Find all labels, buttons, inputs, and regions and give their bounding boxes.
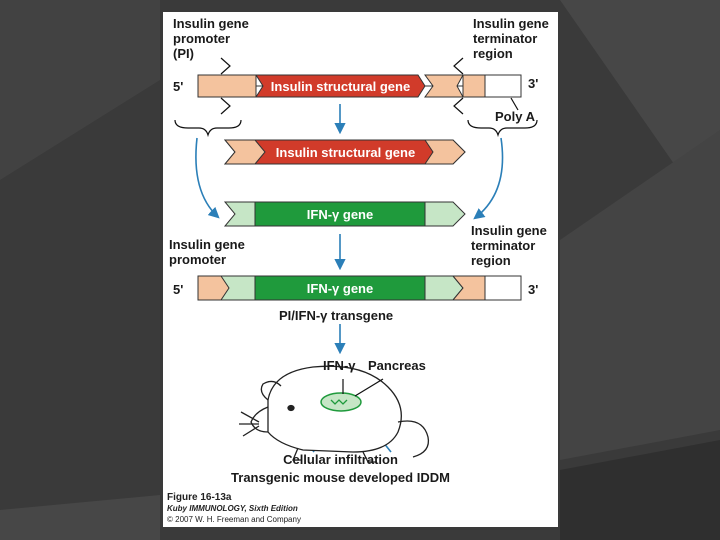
insulin-gene-block bbox=[255, 74, 426, 98]
three-prime-label-top: 3' bbox=[528, 76, 539, 91]
transgene-label: PI/IFN-γ transgene bbox=[279, 308, 394, 323]
insulin-gene-label-top: Insulin structural gene bbox=[270, 79, 411, 94]
terminator-top-label: Insulin gene terminator region bbox=[473, 16, 549, 61]
transgene-construct bbox=[197, 275, 522, 301]
arrow-terminator bbox=[473, 137, 504, 220]
copyright: © 2007 W. H. Freeman and Company bbox=[167, 515, 301, 524]
book-title: Kuby IMMUNOLOGY, Sixth Edition bbox=[167, 504, 298, 513]
pancreas-label: Pancreas bbox=[368, 358, 426, 373]
promoter-mid-label: Insulin gene promoter bbox=[169, 237, 245, 267]
ifn-left-flank bbox=[223, 201, 256, 227]
arrow-promoter bbox=[195, 137, 220, 219]
terminator-mid-label: Insulin gene terminator region bbox=[471, 223, 547, 268]
figure-panel: Insulin gene promoter (PI) Insulin gene … bbox=[163, 12, 558, 527]
three-prime-label-bottom: 3' bbox=[528, 282, 539, 297]
cellular-infiltration-label: Cellular infiltration bbox=[283, 452, 398, 467]
diagram-graphics bbox=[174, 57, 538, 463]
ifn-transgene-label: IFN-γ gene bbox=[306, 281, 374, 296]
mouse-illustration bbox=[239, 365, 430, 463]
promoter-block bbox=[197, 74, 257, 98]
poly-a-label: Poly A bbox=[495, 109, 535, 124]
figure-number: Figure 16-13a bbox=[167, 492, 232, 503]
transgenic-mouse-label: Transgenic mouse developed IDDM bbox=[231, 470, 450, 485]
ifn-gene-label: IFN-γ gene bbox=[306, 207, 374, 222]
ifn-right-flank bbox=[424, 201, 466, 227]
ifn-gene-block bbox=[254, 201, 426, 227]
five-prime-label-bottom: 5' bbox=[173, 282, 184, 297]
insulin-gene-construct bbox=[197, 57, 522, 115]
five-prime-label-top: 5' bbox=[173, 79, 184, 94]
promoter-pi-label: Insulin gene promoter (PI) bbox=[173, 16, 249, 61]
insulin-gene-label-mid: Insulin structural gene bbox=[275, 145, 416, 160]
promoter-brace bbox=[174, 119, 242, 138]
poly-a-block bbox=[484, 74, 522, 98]
ifn-mouse-label: IFN-γ bbox=[323, 358, 356, 373]
terminator-brace bbox=[467, 119, 538, 138]
